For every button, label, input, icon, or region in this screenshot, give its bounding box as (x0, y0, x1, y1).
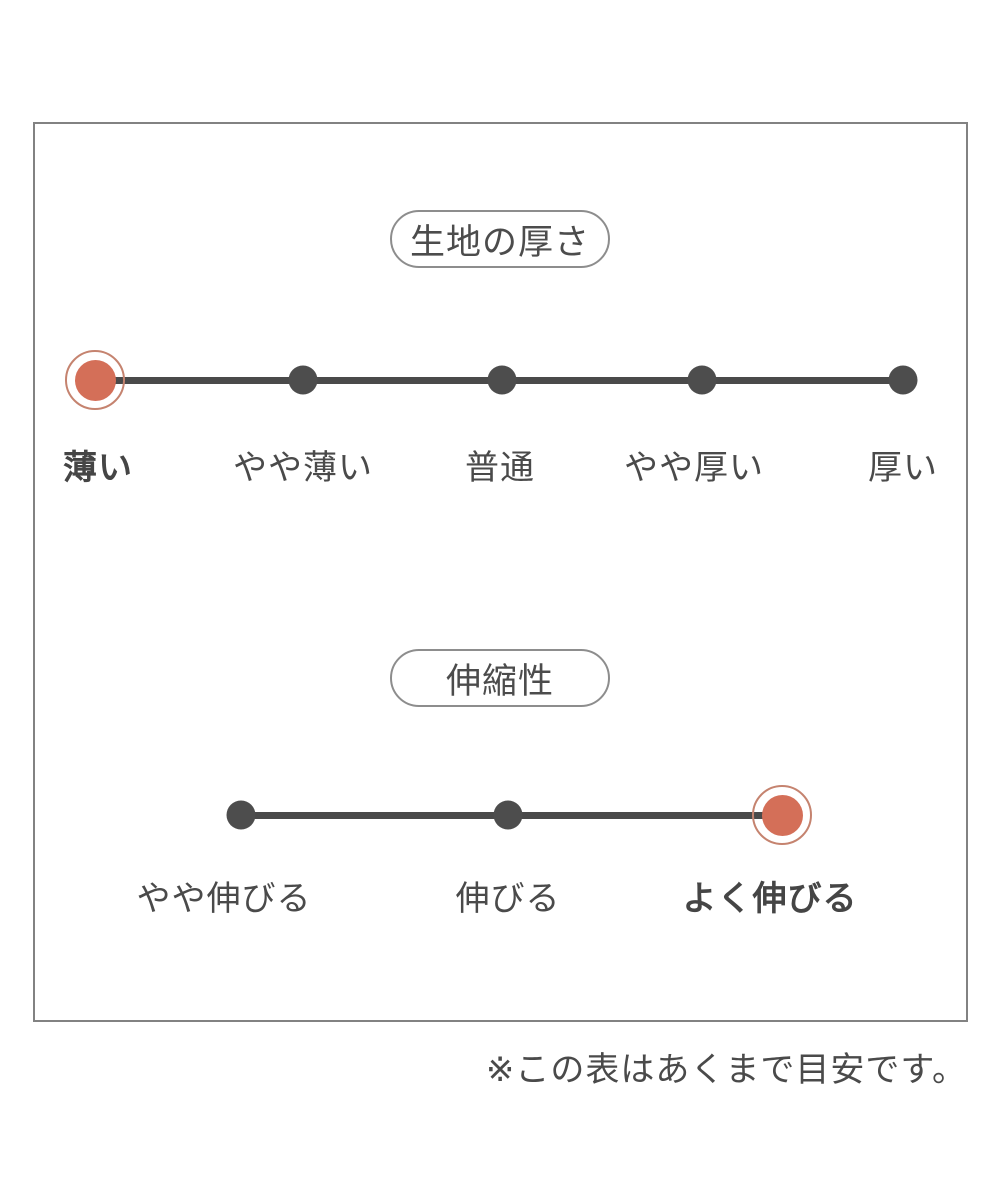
stretch-label-1: やや伸びる (136, 880, 312, 918)
stretch-title-pill: 伸縮性 (390, 649, 610, 707)
thickness-dot-2 (288, 365, 318, 395)
thickness-dot-5 (888, 365, 918, 395)
thickness-selected-dot (74, 359, 116, 401)
thickness-label-5: 厚い (868, 449, 938, 487)
thickness-label-2: やや薄い (233, 449, 373, 487)
stretch-dot-2 (493, 800, 523, 830)
stretch-label-3: よく伸びる (682, 880, 858, 918)
thickness-label-3: 普通 (465, 449, 535, 487)
thickness-label-4: やや厚い (624, 449, 764, 487)
stretch-label-2: 伸びる (455, 880, 561, 918)
stretch-dot-1 (226, 800, 256, 830)
stretch-selected-marker (752, 785, 812, 845)
stretch-title: 伸縮性 (445, 661, 554, 701)
footnote-text: ※この表はあくまで目安です。 (485, 1051, 967, 1089)
thickness-title: 生地の厚さ (409, 222, 590, 262)
thickness-dot-3 (487, 365, 517, 395)
thickness-title-pill: 生地の厚さ (390, 210, 610, 268)
thickness-label-1: 薄い (63, 449, 133, 487)
guide-frame (33, 122, 968, 1022)
thickness-dot-4 (687, 365, 717, 395)
stretch-selected-dot (761, 794, 803, 836)
thickness-selected-marker (65, 350, 125, 410)
